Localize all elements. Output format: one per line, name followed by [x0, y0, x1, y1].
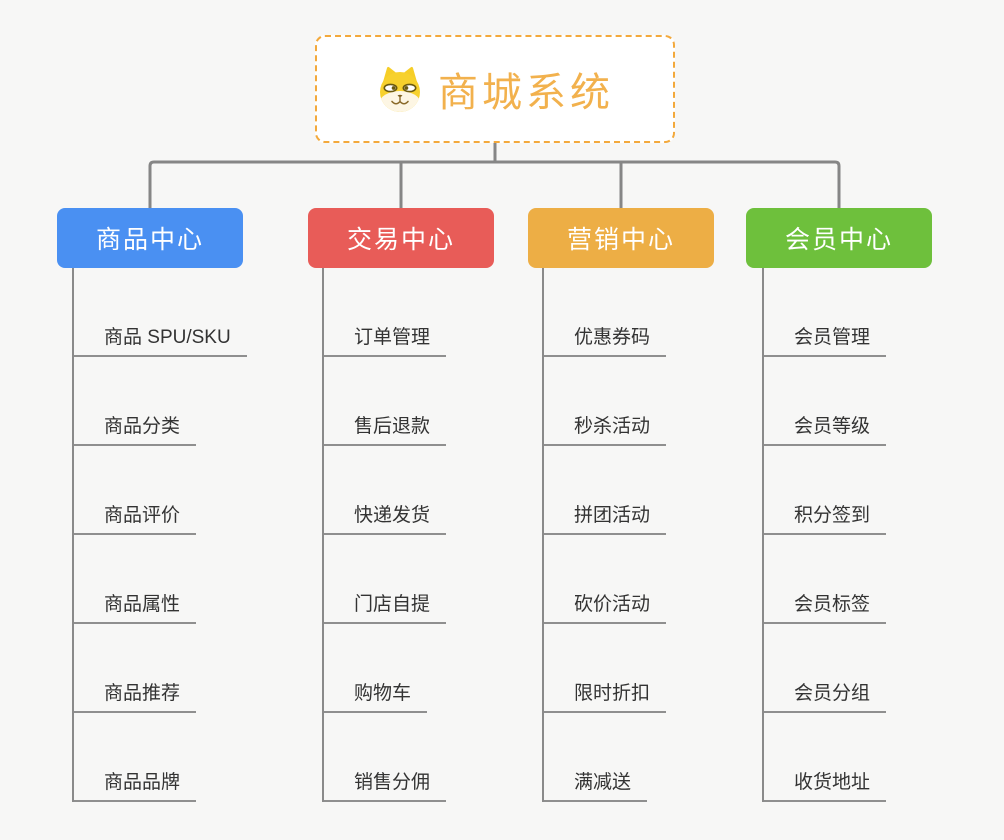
leaf-node-flash-sale[interactable]: 秒杀活动	[544, 357, 667, 446]
leaf-label: 快递发货	[354, 505, 431, 526]
leaf-node-member-level[interactable]: 会员等级	[764, 357, 887, 446]
leaf-label: 优惠券码	[574, 327, 651, 348]
leaf-label: 会员分组	[794, 683, 871, 704]
root-node-label: 商城系统	[438, 71, 614, 115]
leaf-node-member-tag[interactable]: 会员标签	[764, 535, 887, 624]
leaf-label: 会员等级	[794, 416, 871, 437]
leaf-label: 砍价活动	[574, 594, 651, 615]
branch-node-product-center[interactable]: 商品中心	[57, 208, 243, 268]
branch-node-marketing-center[interactable]: 营销中心	[528, 208, 714, 268]
leaf-label: 门店自提	[354, 594, 431, 615]
branch-node-member-center[interactable]: 会员中心	[746, 208, 932, 268]
leaf-node-product-review[interactable]: 商品评价	[74, 446, 197, 535]
leaf-label: 收货地址	[794, 772, 871, 793]
leaf-node-points-checkin[interactable]: 积分签到	[764, 446, 887, 535]
leaf-node-shipping-address[interactable]: 收货地址	[764, 713, 887, 802]
leaf-node-limited-time-discount[interactable]: 限时折扣	[544, 624, 667, 713]
leaf-label: 商品属性	[104, 594, 181, 615]
leaf-label: 售后退款	[354, 416, 431, 437]
leaf-node-product-recommend[interactable]: 商品推荐	[74, 624, 197, 713]
leaf-label: 销售分佣	[354, 772, 431, 793]
leaf-node-product-attribute[interactable]: 商品属性	[74, 535, 197, 624]
leaf-label: 拼团活动	[574, 505, 651, 526]
leaf-node-express-delivery[interactable]: 快递发货	[324, 446, 447, 535]
leaf-label: 会员标签	[794, 594, 871, 615]
branch-node-trade-center[interactable]: 交易中心	[308, 208, 494, 268]
leaf-label: 商品推荐	[104, 683, 181, 704]
leaf-label: 秒杀活动	[574, 416, 651, 437]
leaf-label: 商品品牌	[104, 772, 181, 793]
leaf-node-product-category[interactable]: 商品分类	[74, 357, 197, 446]
leaf-column-trade-center: 订单管理 售后退款 快递发货 门店自提 购物车 销售分佣	[322, 268, 447, 802]
leaf-label: 商品分类	[104, 416, 181, 437]
root-node-mall-system[interactable]: 商城系统	[315, 35, 675, 143]
leaf-node-coupon-code[interactable]: 优惠券码	[544, 268, 667, 357]
leaf-label: 商品评价	[104, 505, 181, 526]
dog-face-icon	[380, 66, 420, 112]
leaf-label: 限时折扣	[574, 683, 651, 704]
leaf-node-order-management[interactable]: 订单管理	[324, 268, 447, 357]
leaf-node-sales-commission[interactable]: 销售分佣	[324, 713, 447, 802]
leaf-label: 会员管理	[794, 327, 871, 348]
leaf-label: 购物车	[354, 683, 412, 704]
leaf-node-bargain-activity[interactable]: 砍价活动	[544, 535, 667, 624]
leaf-label: 订单管理	[354, 327, 431, 348]
leaf-node-shopping-cart[interactable]: 购物车	[324, 624, 428, 713]
leaf-node-store-pickup[interactable]: 门店自提	[324, 535, 447, 624]
leaf-column-member-center: 会员管理 会员等级 积分签到 会员标签 会员分组 收货地址	[762, 268, 887, 802]
leaf-column-marketing-center: 优惠券码 秒杀活动 拼团活动 砍价活动 限时折扣 满减送	[542, 268, 667, 802]
leaf-node-full-reduction[interactable]: 满减送	[544, 713, 648, 802]
leaf-label: 积分签到	[794, 505, 871, 526]
leaf-node-product-brand[interactable]: 商品品牌	[74, 713, 197, 802]
leaf-node-member-management[interactable]: 会员管理	[764, 268, 887, 357]
leaf-node-member-group[interactable]: 会员分组	[764, 624, 887, 713]
leaf-node-product-spu-sku[interactable]: 商品 SPU/SKU	[74, 268, 247, 357]
leaf-node-aftersale-refund[interactable]: 售后退款	[324, 357, 447, 446]
leaf-column-product-center: 商品 SPU/SKU 商品分类 商品评价 商品属性 商品推荐 商品品牌	[72, 268, 247, 802]
leaf-label: 商品 SPU/SKU	[104, 327, 231, 348]
leaf-node-group-buying[interactable]: 拼团活动	[544, 446, 667, 535]
leaf-label: 满减送	[574, 772, 632, 793]
